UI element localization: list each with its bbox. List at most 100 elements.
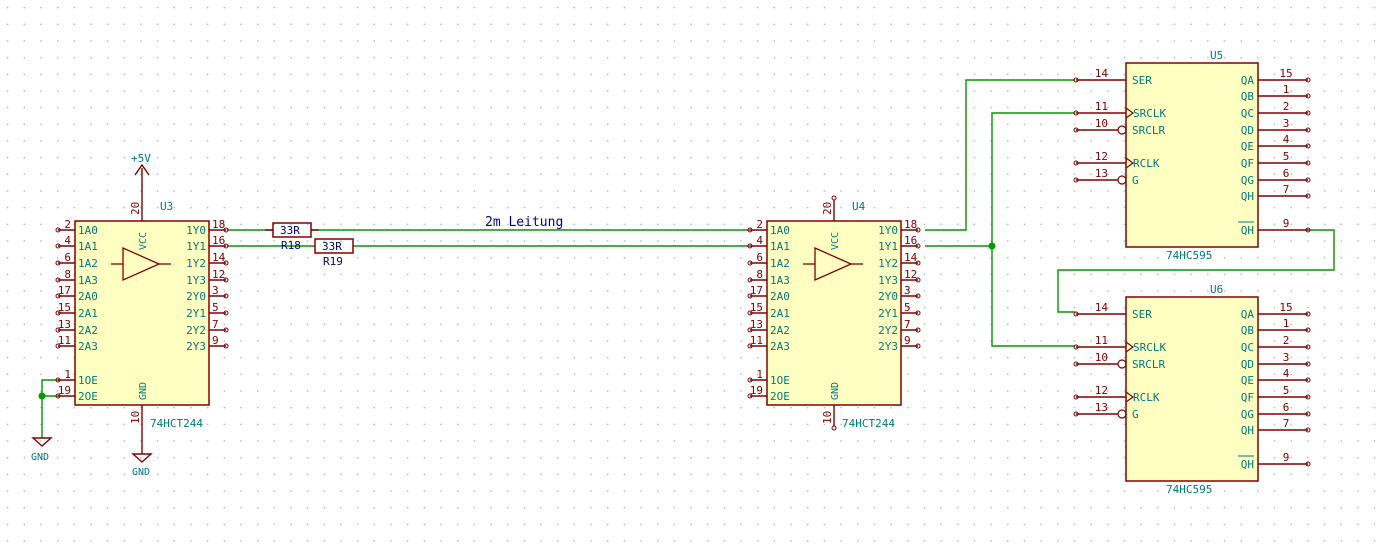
- u3-pin-num: 15: [58, 301, 71, 314]
- u5-clock-mark: [1125, 107, 1135, 119]
- u3-pin-end: [55, 310, 61, 316]
- u6-pin-end: [1073, 394, 1079, 400]
- u4-vcc-label: VCC: [830, 232, 841, 250]
- u6-pin-num: 7: [1283, 417, 1290, 430]
- u5-pin-end: [1305, 143, 1311, 149]
- u4-pin-num: 16: [904, 234, 917, 247]
- u3-pin-name: 2Y1: [186, 307, 206, 320]
- u3-pin-name: 1A0: [78, 224, 98, 237]
- u6-pin-name: QD: [1241, 358, 1254, 371]
- u3-pin-num: 12: [212, 268, 225, 281]
- wire-u5-qh-u6-ser[interactable]: [1057, 229, 1335, 313]
- u3-pin-end: [55, 327, 61, 333]
- u4-pin-bottom-num: 10: [821, 411, 834, 424]
- u5-pin-name: QH: [1241, 190, 1254, 203]
- u5-pin-num: 3: [1283, 117, 1290, 130]
- u3-pin-name: 1A3: [78, 274, 98, 287]
- u3-pin-end: [55, 227, 61, 233]
- u4-pin-num: 1: [756, 368, 763, 381]
- u6-pin-end: [1305, 327, 1311, 333]
- u3-pin-num: 17: [58, 284, 71, 297]
- u5-pin-end: [1305, 177, 1311, 183]
- u5-pin-name: QF: [1241, 157, 1254, 170]
- u3-pin-end: [55, 243, 61, 249]
- u3-pin-name: 2A3: [78, 340, 98, 353]
- u5-pin-end: [1305, 193, 1311, 199]
- u6-pin-num: 4: [1283, 367, 1290, 380]
- u6-pin-end: [1305, 377, 1311, 383]
- u4-pin-end: [747, 310, 753, 316]
- u6-pin-num: 12: [1095, 384, 1108, 397]
- u5-pin-num: 12: [1095, 150, 1108, 163]
- r19-body: [314, 238, 354, 254]
- u4-pin-num: 6: [756, 251, 763, 264]
- u5-pin-end: [1305, 160, 1311, 166]
- u6-pin-num: 11: [1095, 334, 1108, 347]
- u5-pin-end: [1305, 93, 1311, 99]
- u3-pin-num: 14: [212, 251, 226, 264]
- u3-pin-num: 9: [212, 334, 219, 347]
- u6-pin-end: [1305, 394, 1311, 400]
- u5-pin-end: [1305, 110, 1311, 116]
- u4-pin-end: [915, 327, 921, 333]
- junction-u3-oe: [38, 392, 46, 400]
- u6-pin-name: QC: [1241, 341, 1254, 354]
- u6-pin-name: SRCLK: [1133, 341, 1166, 354]
- u6-pin-num: 10: [1095, 351, 1108, 364]
- u4-pin-end: [747, 327, 753, 333]
- u3-ref: U3: [160, 200, 173, 213]
- u4-pin-name: 1Y1: [878, 240, 898, 253]
- u6-pin-name: QE: [1241, 374, 1254, 387]
- wire-u3-oe-tie[interactable]: [41, 379, 60, 397]
- u6-clock-mark: [1125, 391, 1135, 403]
- u4-pin-num: 14: [904, 251, 918, 264]
- u5-pin-end: [1305, 77, 1311, 83]
- ic-u5[interactable]: U5 74HC595 14SER11SRCLK10SRCLR12RCLK13G …: [1073, 49, 1311, 262]
- wire-u4-1y0-u5-ser[interactable]: [925, 79, 1075, 231]
- vcc-label: +5V: [131, 152, 151, 165]
- wire-clk-bus[interactable]: [991, 112, 1075, 347]
- u5-pin-num: 2: [1283, 100, 1290, 113]
- u6-pin-name: QH: [1241, 458, 1254, 471]
- u6-ref: U6: [1210, 283, 1223, 296]
- u4-pin-end: [915, 343, 921, 349]
- u3-pin-num: 19: [58, 384, 71, 397]
- u6-inv-bubble: [1117, 409, 1127, 419]
- u3-vcc-label: VCC: [138, 232, 149, 250]
- u4-pin-num: 18: [904, 218, 917, 231]
- u4-pin-name: 2Y1: [878, 307, 898, 320]
- u4-pin-num: 3: [904, 284, 911, 297]
- u4-pin-num: 2: [756, 218, 763, 231]
- ic-u6[interactable]: U6 74HC595 14SER11SRCLK10SRCLR12RCLK13G …: [1073, 283, 1311, 496]
- u3-pin-name: 1A2: [78, 257, 98, 270]
- u3-value: 74HCT244: [150, 417, 203, 430]
- u3-pin-name: 2A1: [78, 307, 98, 320]
- u6-pin-num: 6: [1283, 401, 1290, 414]
- u4-pin-end: [915, 227, 921, 233]
- u6-clock-mark: [1125, 341, 1135, 353]
- u4-pin-end: [747, 393, 753, 399]
- u5-pin-num: 13: [1095, 167, 1108, 180]
- power-vcc-u3: [134, 163, 150, 204]
- gnd-oe: [31, 437, 53, 447]
- u6-pin-name: QF: [1241, 391, 1254, 404]
- junction-clk: [988, 242, 996, 250]
- u4-pin-name: 2A0: [770, 290, 790, 303]
- u3-pin-name: 1Y0: [186, 224, 206, 237]
- gnd-u3: [131, 424, 153, 463]
- u6-pin-end: [1305, 361, 1311, 367]
- u3-pin-num: 2: [64, 218, 71, 231]
- u6-pin-name: QA: [1241, 308, 1255, 321]
- u3-pin-name: 1A1: [78, 240, 98, 253]
- u3-pin-num: 1: [64, 368, 71, 381]
- u5-inv-bubble: [1117, 175, 1127, 185]
- u6-pin-num: 9: [1283, 451, 1290, 464]
- u4-pin-num: 15: [750, 301, 763, 314]
- resistor-r18[interactable]: 33R R18: [265, 222, 319, 252]
- resistor-r19[interactable]: 33R R19: [314, 238, 354, 268]
